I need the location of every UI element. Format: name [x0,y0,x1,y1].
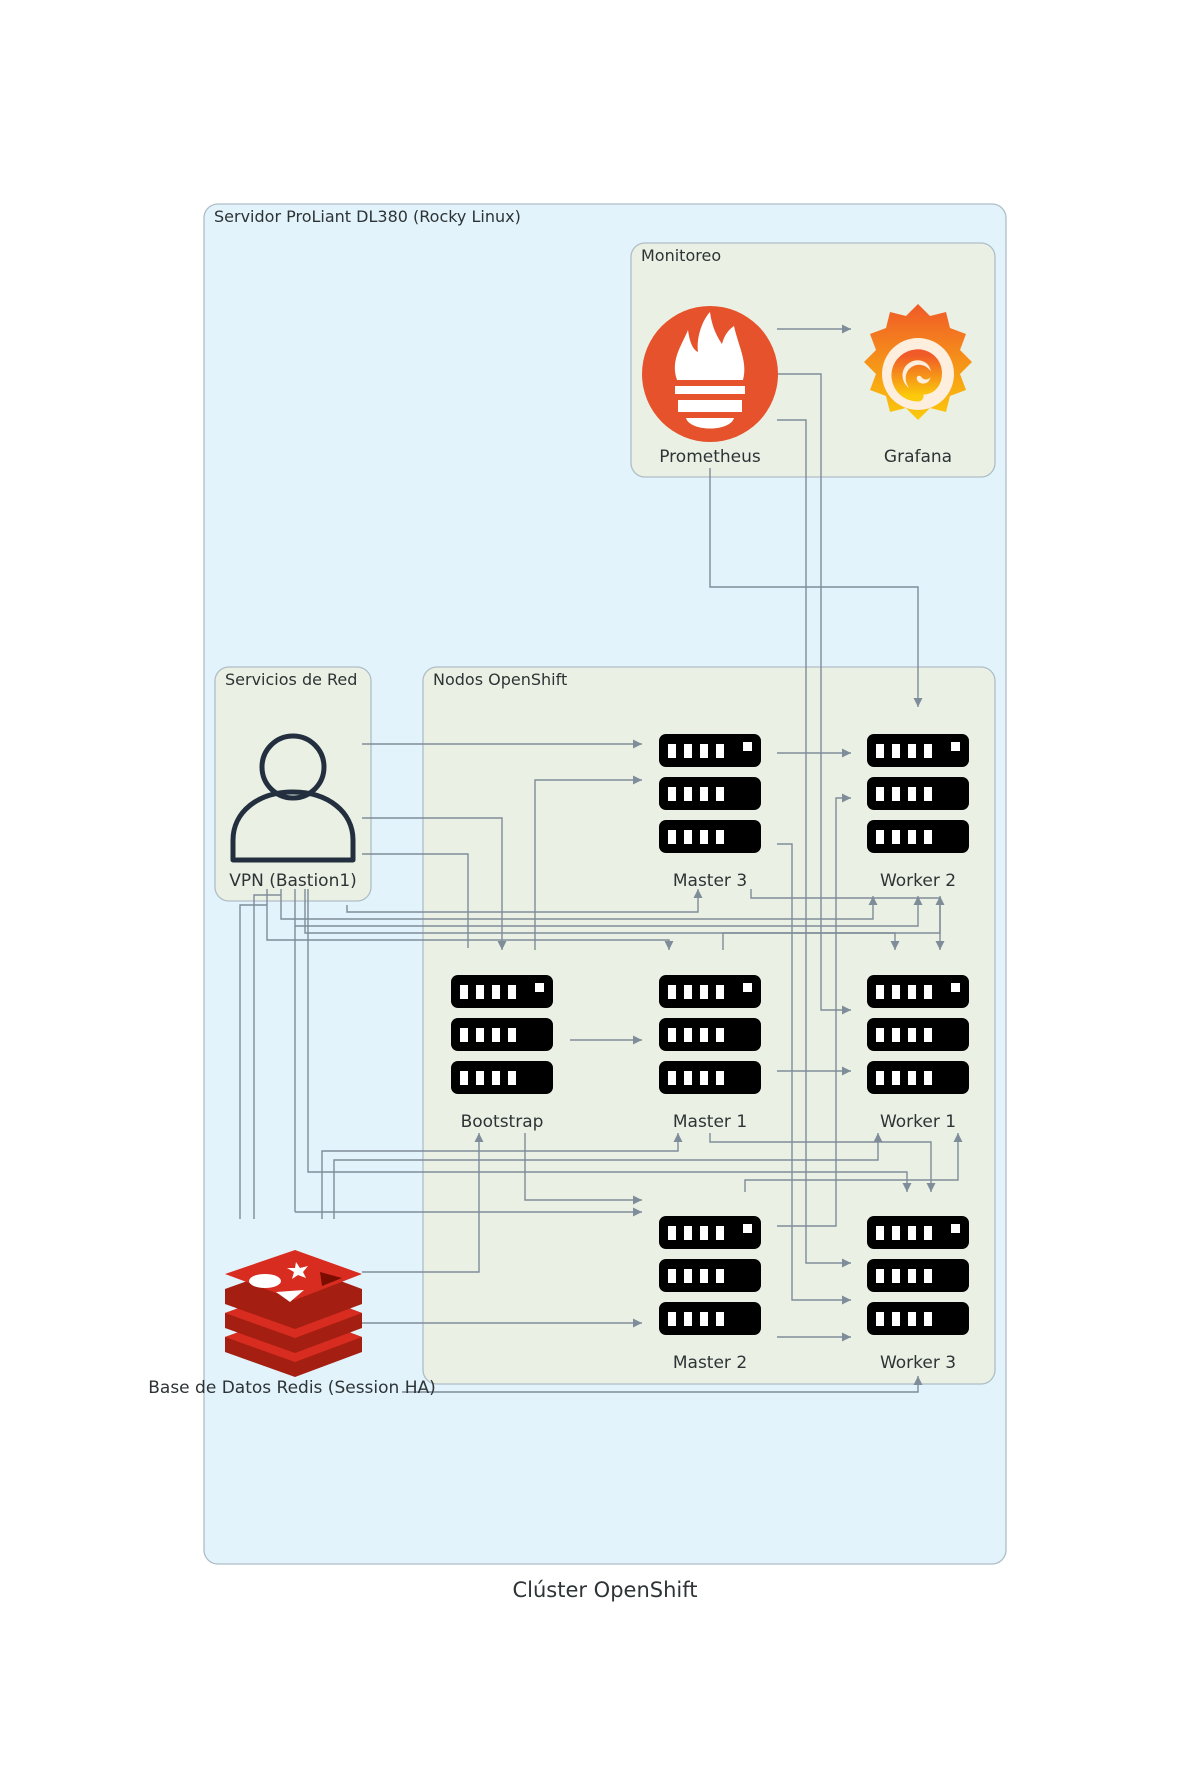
master1-node[interactable]: Master 1 [659,975,761,1132]
redis-stack-icon [225,1250,362,1377]
redis-node[interactable]: Base de Datos Redis (Session HA) [148,1250,436,1398]
redis-label: Base de Datos Redis (Session HA) [148,1378,436,1398]
server-rack-icon [659,1216,761,1335]
network-cluster-label: Servicios de Red [225,670,357,689]
server-cluster-label: Servidor ProLiant DL380 (Rocky Linux) [214,207,521,226]
vpn-label: VPN (Bastion1) [229,871,357,891]
server-rack-icon [659,734,761,853]
user-icon [230,733,356,863]
prometheus-label: Prometheus [659,447,761,467]
master2-label: Master 2 [673,1353,747,1373]
server-rack-icon [867,975,969,1094]
server-rack-icon [867,734,969,853]
master3-label: Master 3 [673,871,747,891]
master1-label: Master 1 [673,1112,747,1132]
prometheus-flame-icon [642,306,778,442]
master3-node[interactable]: Master 3 [659,734,761,891]
worker2-label: Worker 2 [880,871,956,891]
worker3-label: Worker 3 [880,1353,956,1373]
diagram-title: Clúster OpenShift [512,1578,697,1602]
master2-node[interactable]: Master 2 [659,1216,761,1373]
server-rack-icon [451,975,553,1094]
prometheus-node[interactable]: Prometheus [642,306,778,467]
openshift-cluster-label: Nodos OpenShift [433,670,567,689]
grafana-node[interactable]: Grafana [864,304,972,467]
network-cluster: Servicios de Red [214,666,372,902]
grafana-label: Grafana [884,447,952,467]
bootstrap-node[interactable]: Bootstrap [451,975,553,1132]
edges [239,324,963,1393]
grafana-swirl-icon [864,304,972,420]
worker2-node[interactable]: Worker 2 [867,734,969,891]
worker1-node[interactable]: Worker 1 [867,975,969,1132]
vpn-node[interactable]: VPN (Bastion1) [229,733,357,891]
server-rack-icon [659,975,761,1094]
worker3-node[interactable]: Worker 3 [867,1216,969,1373]
worker1-label: Worker 1 [880,1112,956,1132]
monitoring-cluster-label: Monitoreo [641,246,721,265]
bootstrap-label: Bootstrap [461,1112,544,1132]
server-rack-icon [867,1216,969,1335]
